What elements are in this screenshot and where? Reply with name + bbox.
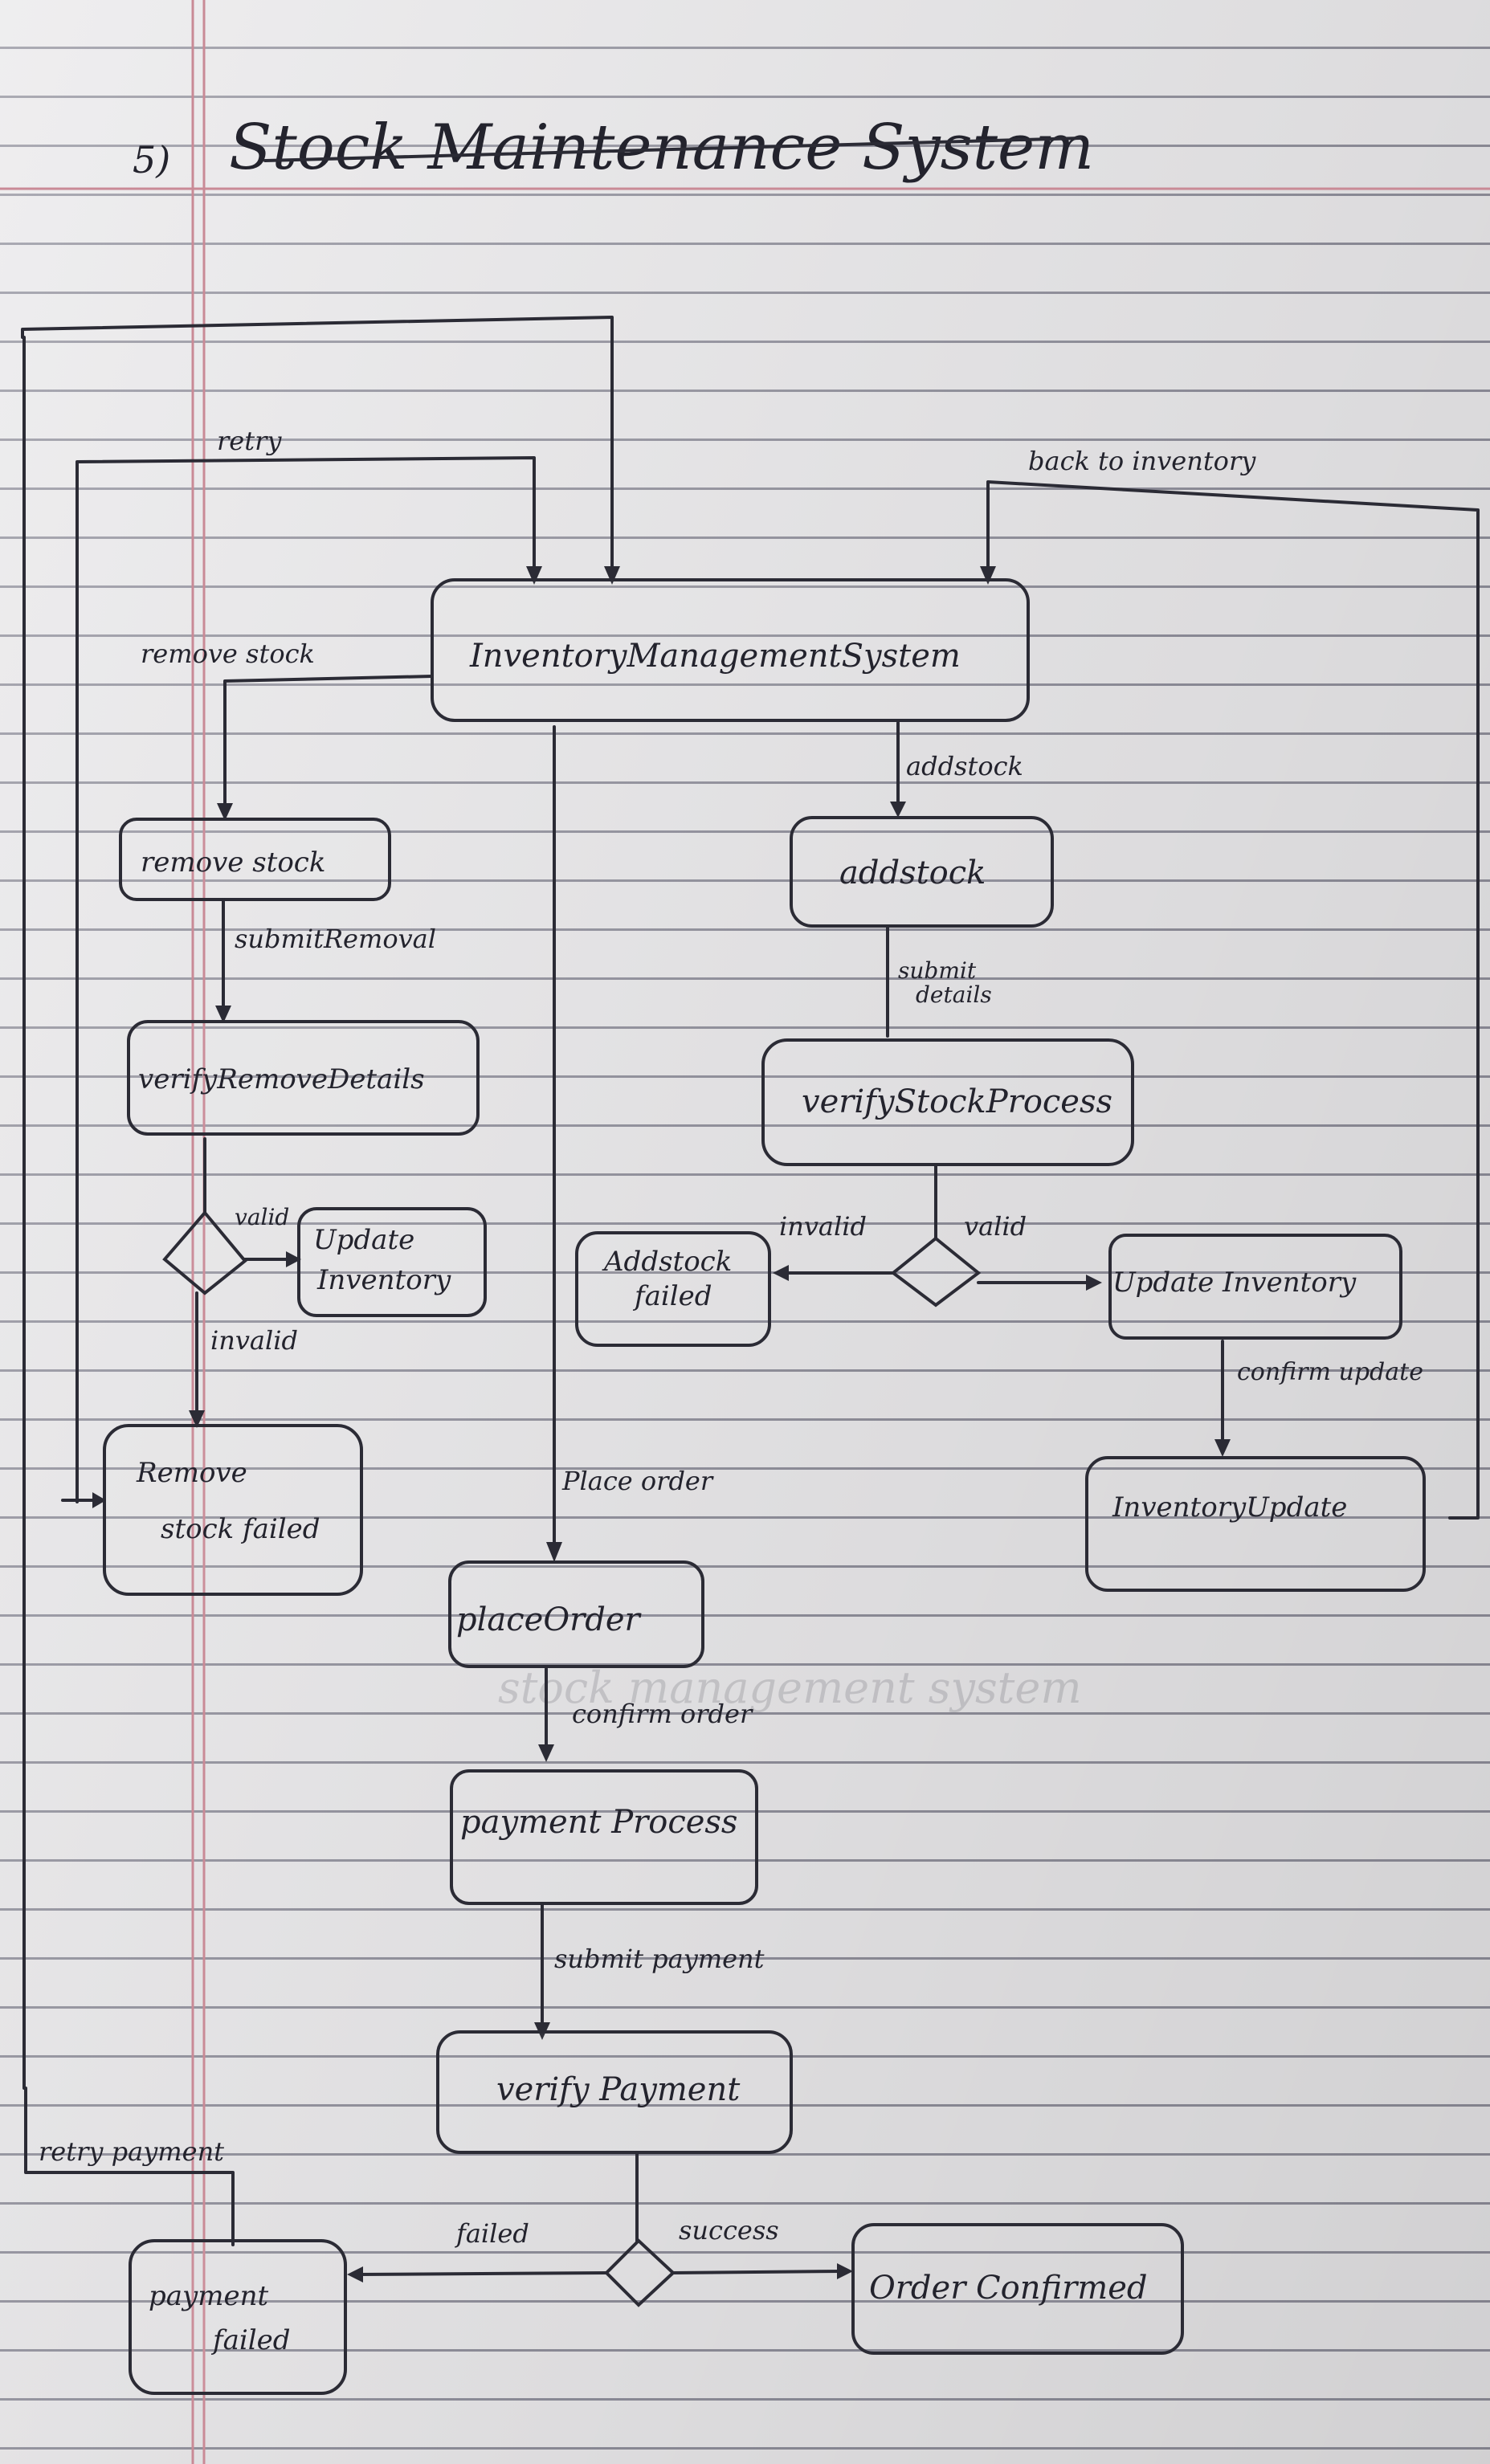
arrowhead-place-order: [546, 1542, 562, 1562]
node-add-stock: [790, 816, 1054, 928]
page-title: Stock Maintenance System: [229, 112, 1094, 184]
arrowhead-submit-removal: [215, 1006, 231, 1023]
label-retry-payment: retry payment: [39, 2136, 224, 2167]
arrowhead-invalid-right: [773, 1265, 789, 1281]
label-place-order: Place order: [561, 1466, 714, 1496]
node-payment-failed-line2: failed: [210, 2324, 291, 2356]
edge-retry-payment: [24, 2087, 235, 2246]
label-valid-right: valid: [964, 1211, 1027, 1242]
node-payment-process: [450, 1769, 758, 1905]
arrowhead-back-to-inventory: [980, 566, 996, 585]
label-success: success: [679, 2215, 779, 2246]
edge-retry: [76, 456, 536, 1503]
label-retry: retry: [217, 426, 282, 456]
node-verify-payment: [436, 2030, 793, 2154]
node-update-inventory-right-label: Update Inventory: [1112, 1267, 1357, 1299]
label-confirm-update: confirm update: [1237, 1358, 1423, 1386]
label-invalid-right: invalid: [779, 1211, 867, 1242]
arrowhead-confirm-update: [1214, 1439, 1231, 1457]
node-verify-payment-label: verify Payment: [496, 2071, 741, 2108]
node-order-confirmed: [851, 2223, 1184, 2355]
arrowhead-invalid-left: [189, 1410, 205, 1428]
node-order-confirmed-label: Order Confirmed: [869, 2270, 1147, 2307]
decision-right: [890, 1236, 982, 1307]
label-valid-left: valid: [235, 1204, 289, 1230]
arrowhead-success: [837, 2263, 853, 2279]
node-update-inventory-left: [297, 1207, 487, 1317]
arrowhead-retry-into-failed: [92, 1492, 106, 1508]
edge-success: [672, 2270, 843, 2274]
node-remove-stock-label: remove stock: [141, 846, 325, 879]
label-remove-stock: remove stock: [141, 638, 315, 669]
decision-payment: [604, 2238, 676, 2307]
label-invalid-left: invalid: [210, 1325, 298, 1356]
node-inventory-management-system: [431, 578, 1030, 722]
node-update-inventory-right: [1108, 1234, 1402, 1340]
node-add-stock-label: addstock: [839, 855, 986, 891]
arrowhead-failed: [347, 2266, 363, 2282]
node-inventory-management-label: InventoryManagementSystem: [469, 638, 961, 675]
node-verify-remove-details-label: verifyRemoveDetails: [138, 1063, 425, 1095]
node-payment-failed: [129, 2239, 347, 2395]
node-update-inventory-left-line1: Update: [313, 1224, 414, 1256]
arrowhead-retry: [526, 566, 542, 585]
arrowhead-confirm-order: [538, 1744, 554, 1762]
decision-left: [162, 1210, 247, 1295]
node-add-stock-failed-line2: failed: [632, 1280, 712, 1312]
arrowhead-top-entry: [604, 566, 620, 585]
node-remove-stock-failed: [103, 1424, 363, 1596]
edge-failed: [356, 2271, 608, 2276]
title-number: 5): [133, 138, 170, 182]
node-payment-process-label: payment Process: [460, 1804, 737, 1841]
node-remove-stock: [119, 818, 391, 901]
bleed-through-text: stock management system: [498, 1662, 1082, 1713]
label-submit-removal: submitRemoval: [235, 924, 436, 954]
label-failed: failed: [455, 2218, 529, 2249]
node-remove-stock-failed-line2: stock failed: [161, 1513, 320, 1545]
node-place-order: [448, 1560, 704, 1668]
label-add-stock: addstock: [906, 751, 1023, 781]
arrowhead-valid-left: [286, 1251, 301, 1267]
edge-top-entry: [21, 316, 614, 573]
node-update-inventory-left-line2: Inventory: [316, 1264, 451, 1296]
title-underline: [263, 137, 1082, 162]
arrowhead-valid-right: [1086, 1275, 1102, 1291]
edge-remove-stock: [223, 675, 434, 809]
node-inventory-update-label: InventoryUpdate: [1112, 1491, 1347, 1524]
node-add-stock-failed-line1: Addstock: [602, 1246, 732, 1278]
label-submit-payment: submit payment: [554, 1944, 765, 1974]
edge-back-to-inventory: [986, 480, 1480, 1520]
label-submit-details-line1: submit: [898, 957, 977, 984]
label-submit-details-line2: details: [916, 981, 992, 1008]
label-back-to-inventory: back to inventory: [1028, 446, 1256, 476]
node-inventory-update: [1085, 1456, 1426, 1592]
node-verify-stock-process: [761, 1038, 1134, 1166]
node-payment-failed-line1: payment: [149, 2280, 269, 2312]
node-place-order-label: placeOrder: [456, 1601, 643, 1638]
arrowhead-remove-stock: [217, 803, 233, 821]
node-remove-stock-failed-line1: Remove: [136, 1457, 247, 1489]
node-verify-remove-details: [127, 1020, 480, 1136]
label-confirm-order: confirm order: [572, 1699, 753, 1729]
arrowhead-add-stock: [890, 802, 906, 818]
node-add-stock-failed: [575, 1231, 771, 1347]
node-verify-stock-process-label: verifyStockProcess: [802, 1083, 1112, 1120]
